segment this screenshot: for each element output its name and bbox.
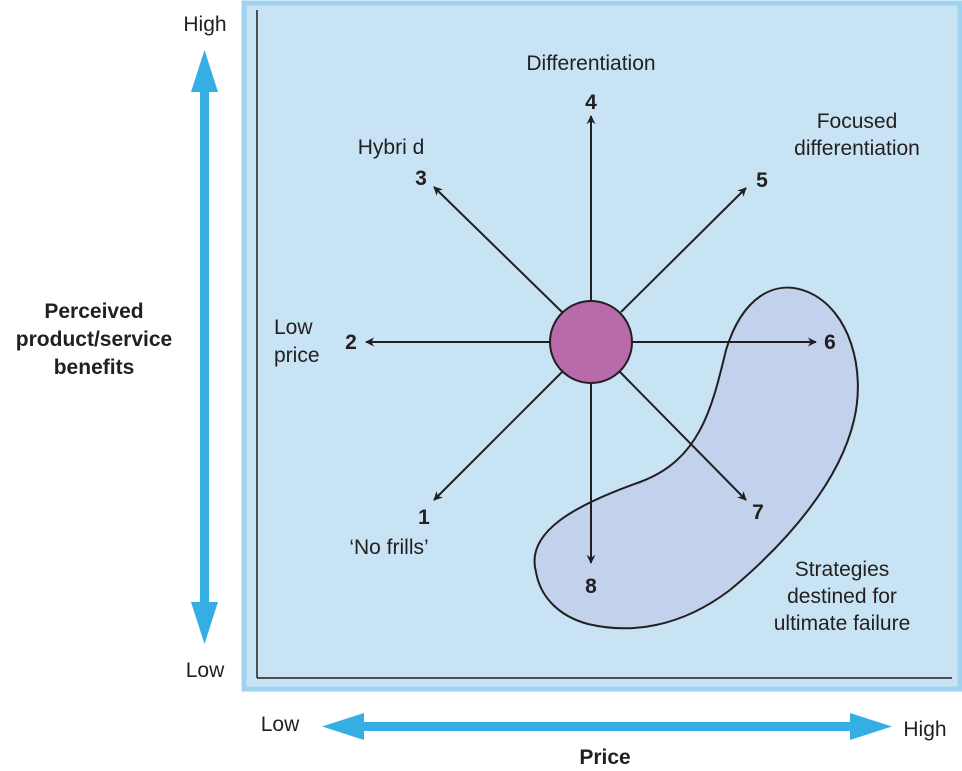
strategy-2-label-line-1: Low xyxy=(274,316,313,339)
strategy-4-label: Differentiation xyxy=(526,52,655,75)
arrow-strategy-7 xyxy=(619,371,747,501)
y-axis-low-label: Low xyxy=(186,659,225,682)
center-circle xyxy=(549,300,633,384)
failure-zone-region xyxy=(533,286,859,630)
strategy-arrows xyxy=(365,115,817,564)
failure-zone-label-line-1: Strategies xyxy=(795,558,890,581)
x-axis-high-label: High xyxy=(903,718,946,741)
strategy-2-label-line-2: price xyxy=(274,344,320,367)
strategy-2-number: 2 xyxy=(345,331,357,354)
x-axis-low-label: Low xyxy=(261,713,300,736)
y-axis-title-line-3: benefits xyxy=(54,356,135,379)
strategy-3-number: 3 xyxy=(415,167,427,190)
strategy-5-label-line-1: Focused xyxy=(817,110,898,133)
strategy-4-number: 4 xyxy=(585,91,597,114)
strategy-1-label: ‘No frills’ xyxy=(349,536,428,559)
y-axis-high-label: High xyxy=(183,13,226,36)
strategy-7-number: 7 xyxy=(752,501,764,524)
strategy-8-number: 8 xyxy=(585,575,597,598)
arrow-strategy-1 xyxy=(433,363,571,501)
x-axis-arrow xyxy=(322,713,892,740)
strategy-3-label: Hybri d xyxy=(358,136,425,159)
x-axis-title: Price xyxy=(579,746,630,769)
strategy-6-number: 6 xyxy=(824,331,836,354)
strategy-5-number: 5 xyxy=(756,169,768,192)
failure-zone-label-line-3: ultimate failure xyxy=(774,612,911,635)
y-axis-title-line-1: Perceived xyxy=(44,300,143,323)
y-axis-arrow xyxy=(191,50,218,644)
strategy-5-label-line-2: differentiation xyxy=(794,137,920,160)
failure-zone-label-line-2: destined for xyxy=(787,585,897,608)
y-axis-title-line-2: product/service xyxy=(16,328,172,351)
strategy-1-number: 1 xyxy=(418,506,430,529)
arrow-strategy-5 xyxy=(620,187,747,313)
arrow-strategy-3 xyxy=(433,186,563,313)
